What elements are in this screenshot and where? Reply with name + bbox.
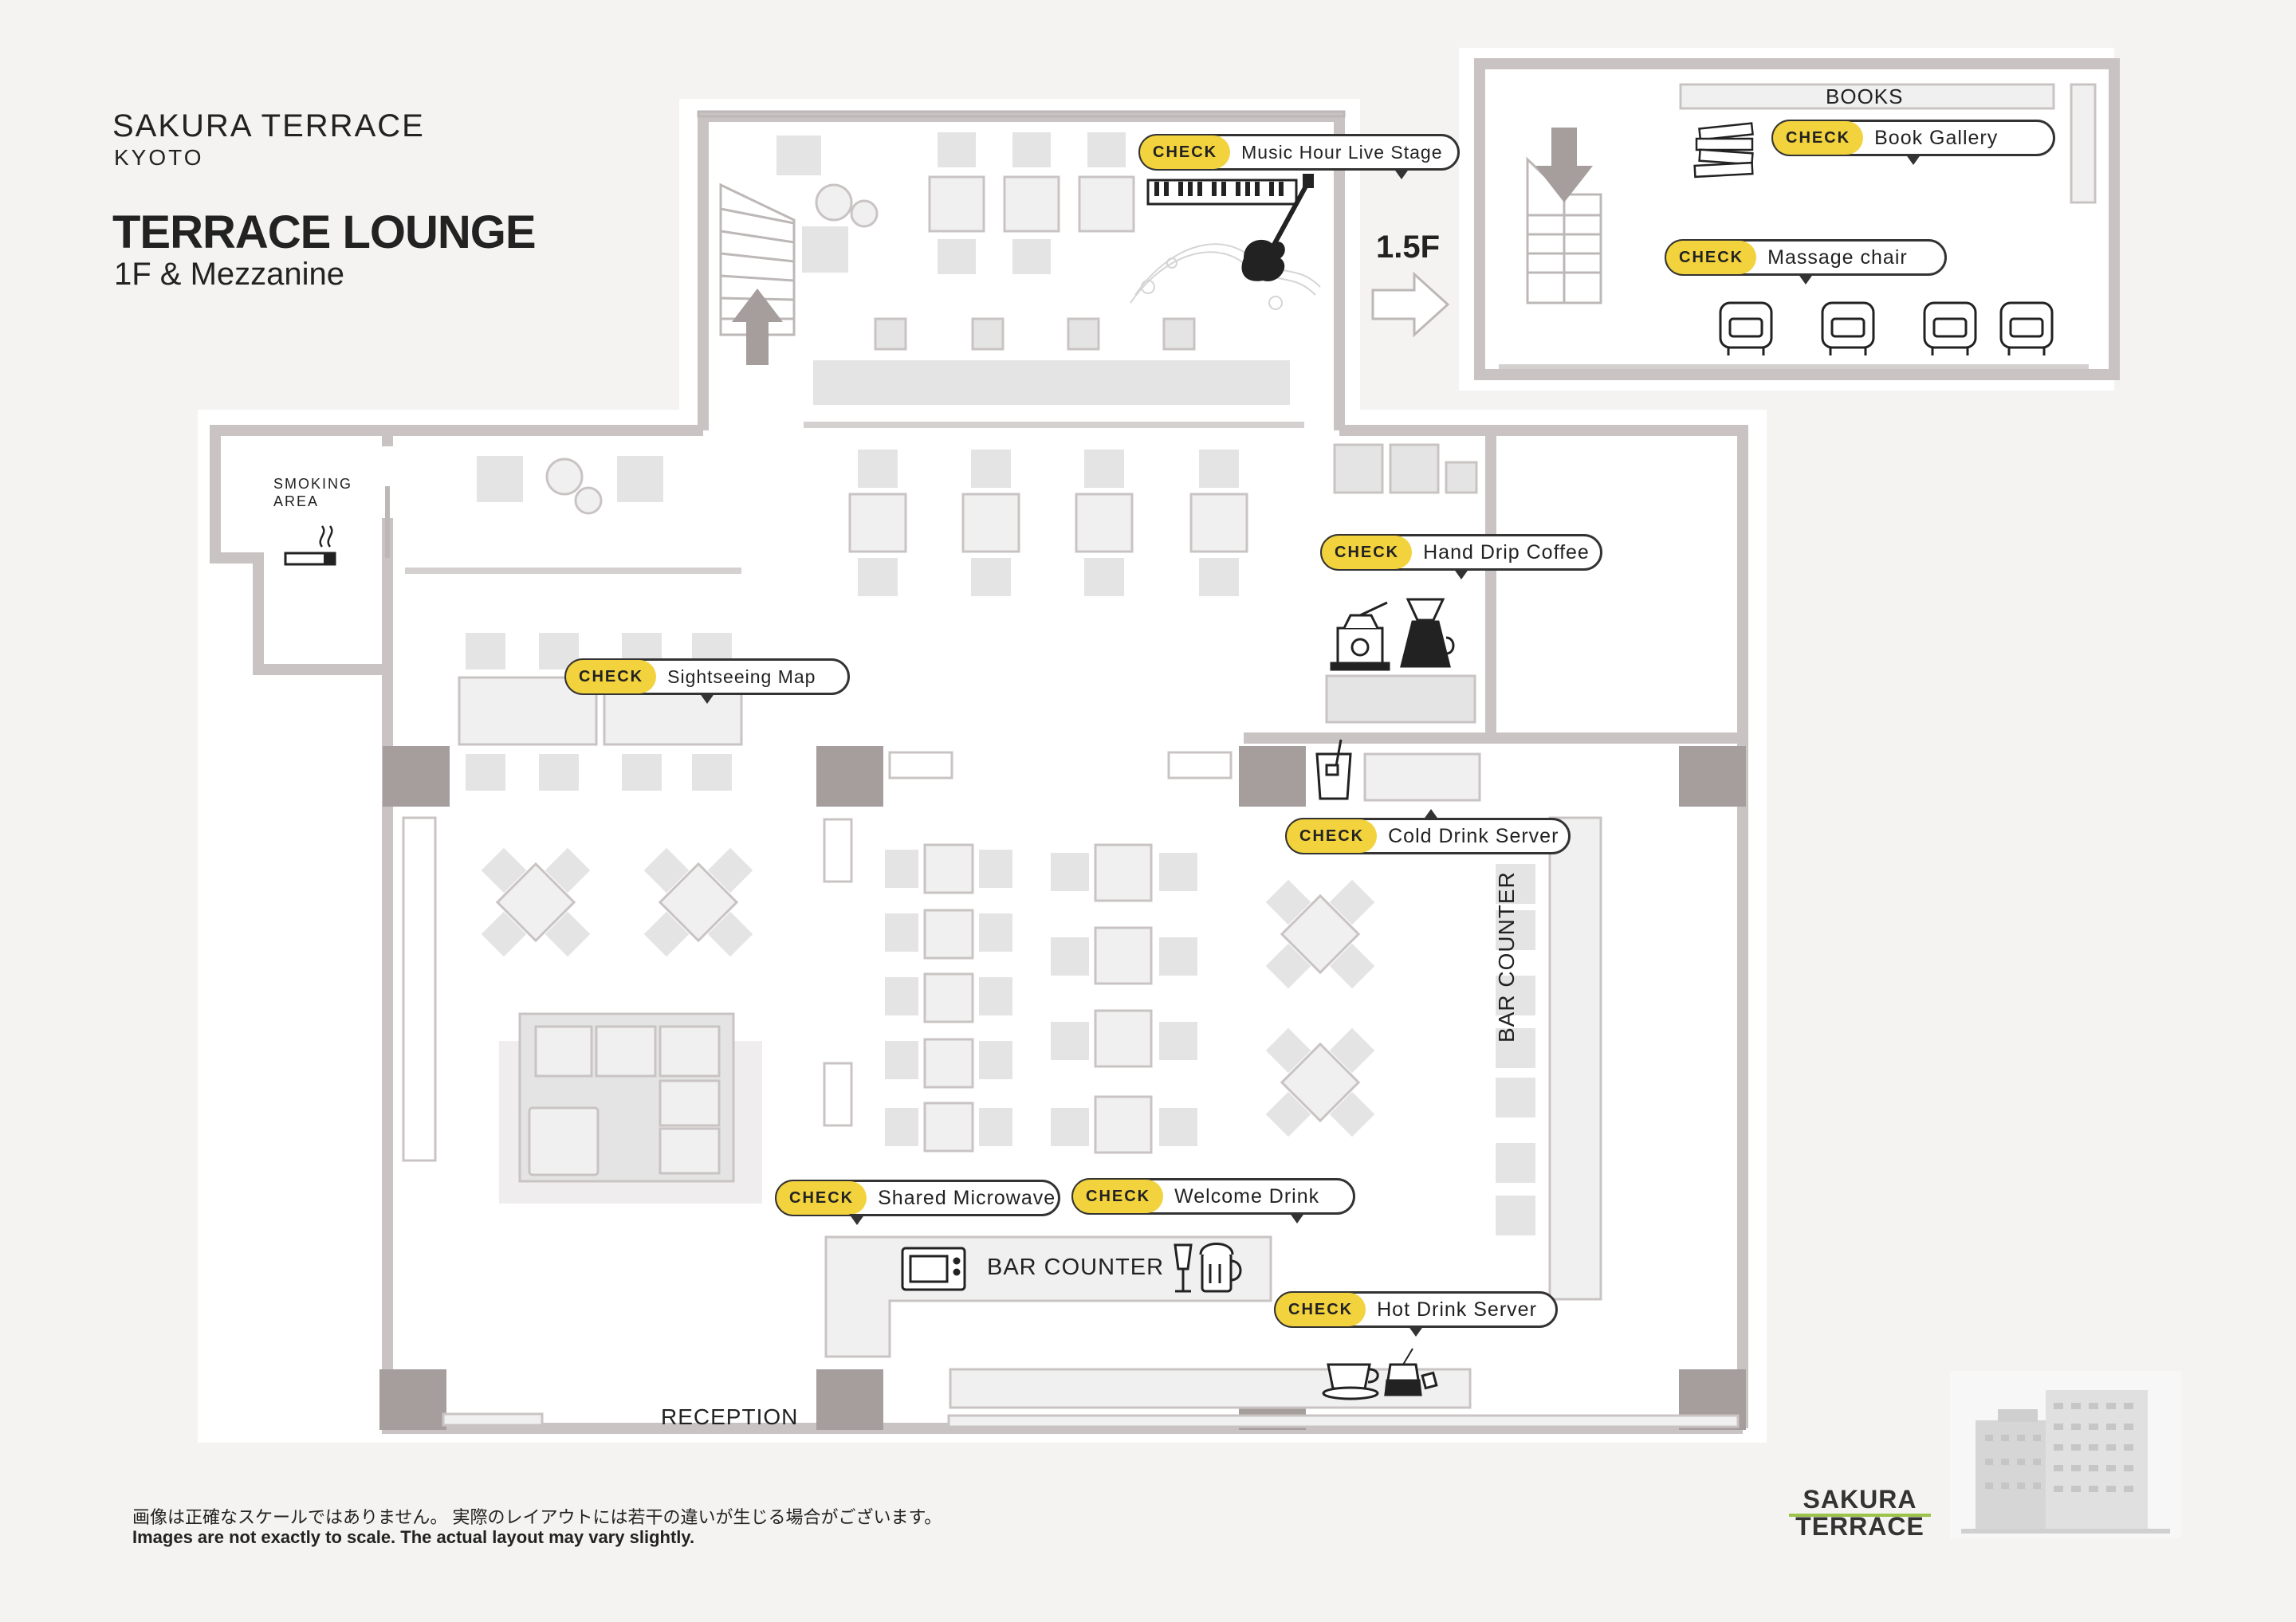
check-hand-drip-coffee[interactable]: CHECK Hand Drip Coffee	[1320, 534, 1602, 579]
check-hot-drink-server[interactable]: CHECK Hot Drink Server	[1274, 1291, 1558, 1337]
coffee-grinder-icon	[1330, 601, 1390, 671]
inner-wall-lines	[385, 110, 2089, 574]
logo-line2: TERRACE	[1795, 1512, 1924, 1541]
disclaimer-ja: 画像は正確なスケールではありません。 実際のレイアウトには若干の違いが生じる場合…	[132, 1507, 942, 1527]
reception-label: RECEPTION	[661, 1404, 799, 1429]
check-tag: CHECK	[1287, 819, 1378, 853]
check-label: Hot Drink Server	[1377, 1298, 1537, 1321]
piano-icon	[1146, 179, 1298, 206]
staircase	[719, 183, 796, 336]
check-label: Massage chair	[1767, 245, 1908, 269]
mezzanine-down-arrow	[1535, 128, 1593, 202]
beer-mug-icon	[1199, 1243, 1242, 1293]
cigarette-icon	[284, 525, 336, 566]
check-label: Hand Drip Coffee	[1423, 540, 1590, 564]
disclaimer-en: Images are not exactly to scale. The act…	[132, 1527, 695, 1547]
book-stack-icon	[1693, 122, 1754, 179]
check-massage-chair[interactable]: CHECK Massage chair	[1665, 239, 1947, 285]
smoking-area-label: SMOKING AREA	[273, 476, 353, 509]
check-cold-drink-server[interactable]: CHECK Cold Drink Server	[1285, 809, 1571, 854]
check-tag: CHECK	[566, 660, 657, 693]
check-label: Welcome Drink	[1174, 1184, 1320, 1208]
check-welcome-drink[interactable]: CHECK Welcome Drink	[1071, 1178, 1355, 1223]
bar-counter-bottom-label: BAR COUNTER	[987, 1255, 1165, 1280]
building-image	[1950, 1371, 2181, 1538]
sakura-terrace-logo: SAKURA TERRACE	[1784, 1486, 1936, 1540]
check-tag: CHECK	[1666, 241, 1757, 274]
stair-up-arrow	[732, 289, 783, 365]
coffee-cup-icon	[1322, 1363, 1379, 1400]
diamond-tables	[481, 847, 1375, 1137]
check-label: Music Hour Live Stage	[1241, 141, 1443, 163]
to-mezzanine-arrow	[1371, 271, 1450, 338]
check-shared-microwave[interactable]: CHECK Shared Microwave	[775, 1180, 1060, 1225]
wine-glass-icon	[1174, 1243, 1193, 1293]
check-label: Shared Microwave	[878, 1186, 1056, 1209]
check-sightseeing-map[interactable]: CHECK Sightseeing Map	[564, 658, 850, 704]
guitar-icon	[1241, 174, 1314, 281]
check-book-gallery[interactable]: CHECK Book Gallery	[1771, 120, 2055, 165]
check-tag: CHECK	[1773, 121, 1864, 155]
check-tag: CHECK	[1322, 536, 1413, 569]
check-tag: CHECK	[1276, 1293, 1366, 1326]
check-tag: CHECK	[1073, 1180, 1164, 1213]
mezzanine-level-label: 1.5F	[1376, 230, 1441, 265]
page-title: TERRACE LOUNGE	[112, 206, 537, 258]
page-subtitle: 1F & Mezzanine	[114, 257, 345, 292]
books-label: BOOKS	[1826, 84, 1904, 108]
check-music-stage[interactable]: CHECK Music Hour Live Stage	[1138, 134, 1460, 179]
furniture	[402, 83, 2097, 1428]
check-tag: CHECK	[1140, 135, 1231, 169]
drip-coffee-icon	[1400, 598, 1455, 668]
microwave-icon	[901, 1247, 966, 1291]
logo-line1: SAKURA	[1803, 1485, 1917, 1514]
massage-chairs	[1719, 301, 2054, 355]
bar-counter-right-label: BAR COUNTER	[1494, 871, 1519, 1043]
check-label: Book Gallery	[1874, 126, 1999, 149]
check-tag: CHECK	[776, 1181, 867, 1215]
check-label: Cold Drink Server	[1388, 824, 1559, 847]
check-label: Sightseeing Map	[667, 666, 816, 687]
logo-underline	[1789, 1514, 1931, 1517]
tea-bag-icon	[1384, 1348, 1438, 1396]
cold-drink-icon	[1315, 739, 1352, 800]
brand-name: SAKURA TERRACE	[112, 108, 425, 143]
brand-city: KYOTO	[114, 145, 204, 170]
